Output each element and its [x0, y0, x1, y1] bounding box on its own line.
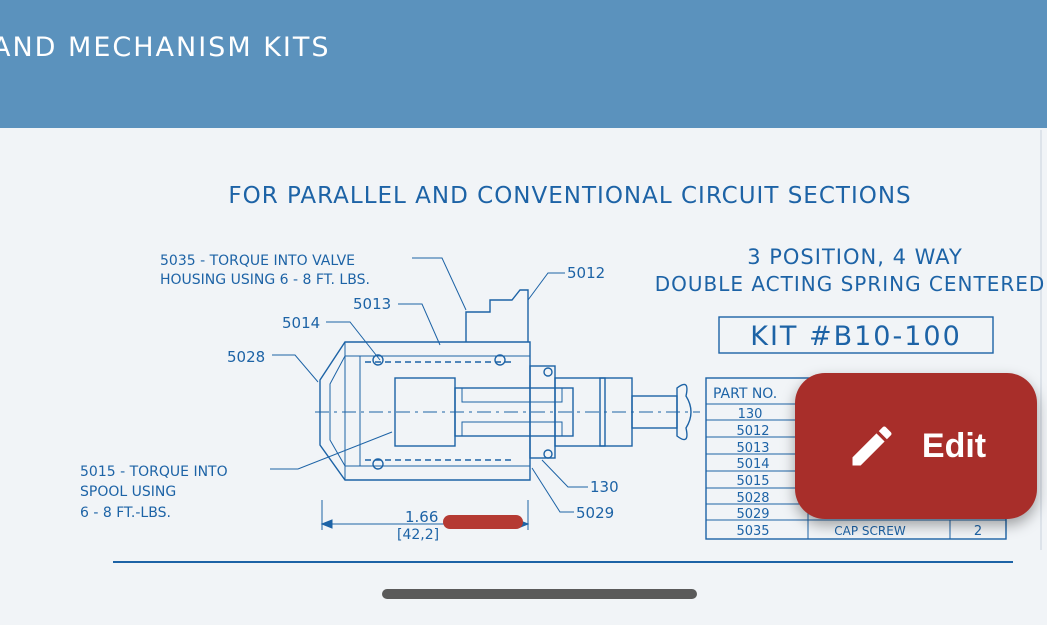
callout-5035-line1: 5035 - TORQUE INTO VALVE — [160, 253, 355, 269]
valve-cross-section — [315, 289, 700, 481]
part-number: 5014 — [736, 457, 769, 472]
dimension-mm: [42,2] — [397, 527, 439, 543]
callout-5035-line2: HOUSING USING 6 - 8 FT. LBS. — [160, 272, 370, 288]
drawing-heading: FOR PARALLEL AND CONVENTIONAL CIRCUIT SE… — [228, 183, 911, 209]
callout-5012: 5012 — [567, 264, 605, 282]
home-indicator[interactable] — [382, 589, 697, 599]
kit-label: KIT #B10-100 — [750, 321, 962, 352]
edit-button-label: Edit — [921, 426, 987, 465]
part-number: 5028 — [736, 491, 769, 506]
cap-screw-desc: CAP SCREW — [834, 524, 906, 538]
config-line-2: DOUBLE ACTING SPRING CENTERED — [655, 272, 1046, 296]
callout-5013: 5013 — [353, 295, 391, 313]
part-number: 130 — [738, 407, 763, 422]
edit-button[interactable]: Edit — [795, 373, 1037, 519]
part-number: 5015 — [736, 474, 769, 489]
banner-title: AND MECHANISM KITS — [0, 32, 331, 63]
callout-130: 130 — [590, 478, 619, 496]
dimension-inches: 1.66 — [405, 508, 438, 526]
cap-screw-qty: 2 — [974, 524, 982, 539]
callout-5015-line1: 5015 - TORQUE INTO — [80, 464, 228, 480]
part-number: 5035 — [736, 524, 769, 539]
part-number: 5029 — [736, 507, 769, 522]
callout-5015-line3: 6 - 8 FT.-LBS. — [80, 505, 171, 521]
callout-5029: 5029 — [576, 504, 614, 522]
parts-table-header: PART NO. — [713, 386, 777, 402]
part-number: 5013 — [736, 441, 769, 456]
kit-box — [718, 316, 994, 354]
top-banner: AND MECHANISM KITS — [0, 0, 1047, 128]
part-number: 5012 — [736, 424, 769, 439]
horizontal-scroll-thumb[interactable] — [443, 515, 523, 529]
callout-5028: 5028 — [227, 348, 265, 366]
callout-5014: 5014 — [282, 314, 320, 332]
leader-lines — [270, 257, 588, 513]
config-line-1: 3 POSITION, 4 WAY — [747, 245, 963, 269]
technical-drawing: FOR PARALLEL AND CONVENTIONAL CIRCUIT SE… — [80, 183, 1046, 563]
page-edge — [1040, 130, 1042, 550]
callout-5015-line2: SPOOL USING — [80, 484, 176, 500]
pencil-icon — [852, 426, 892, 466]
